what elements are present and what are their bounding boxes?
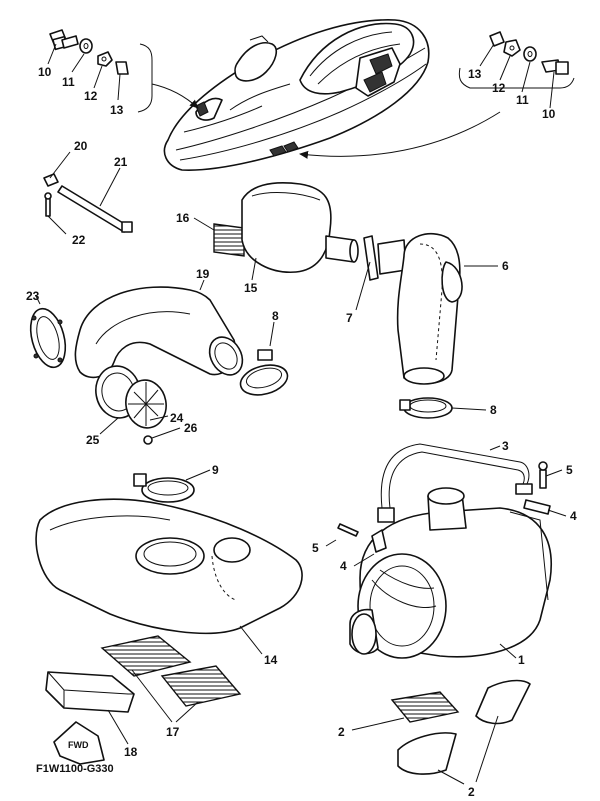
callout-19: 19 [196, 267, 210, 281]
air-box-assembly [213, 181, 407, 281]
callout-5-right: 5 [566, 463, 573, 477]
callout-23: 23 [26, 289, 40, 303]
fwd-label: FWD [68, 740, 89, 750]
intake-duct [396, 232, 463, 385]
callout-8-lower: 8 [490, 403, 497, 417]
callout-brackets [137, 43, 575, 159]
callout-13-left: 13 [110, 103, 124, 117]
bolts-brackets [337, 461, 551, 553]
fwd-arrow: FWD [53, 721, 105, 765]
watercraft-illustration [163, 19, 430, 171]
tray-14 [35, 498, 303, 635]
callout-12-left: 12 [84, 89, 98, 103]
callout-5-left: 5 [312, 541, 319, 555]
drawing-code: F1W1100-G330 [36, 763, 114, 775]
callout-9: 9 [212, 463, 219, 477]
pads-17-18 [45, 635, 242, 713]
fastener-set-left [49, 29, 129, 75]
leader-lines [35, 43, 567, 785]
callout-10-right: 10 [542, 107, 556, 121]
callout-3: 3 [502, 439, 509, 453]
callout-26: 26 [184, 421, 198, 435]
callout-15: 15 [244, 281, 258, 295]
callout-4-left: 4 [340, 559, 347, 573]
pads-2 [390, 679, 531, 775]
callout-11-right: 11 [516, 93, 529, 107]
callout-14: 14 [264, 653, 278, 667]
hose-clamps [133, 349, 453, 503]
hose-19 [74, 286, 244, 379]
callout-18: 18 [124, 745, 138, 759]
cable-tie-parts [43, 173, 133, 233]
fastener-set-right [489, 31, 569, 75]
callout-7: 7 [346, 311, 353, 325]
callout-6: 6 [502, 259, 509, 273]
callout-20: 20 [74, 139, 88, 153]
callout-17: 17 [166, 725, 180, 739]
ring-parts [29, 307, 167, 445]
callout-numbers: 10 11 12 13 13 12 11 10 20 21 22 16 15 7… [26, 65, 577, 799]
callout-24: 24 [170, 411, 184, 425]
callout-22: 22 [72, 233, 86, 247]
callout-25: 25 [86, 433, 100, 447]
strap [377, 443, 533, 523]
callout-11-left: 11 [62, 75, 75, 89]
callout-2-bottom: 2 [468, 785, 475, 799]
callout-1: 1 [518, 653, 525, 667]
callout-4-right: 4 [570, 509, 577, 523]
callout-8-upper: 8 [272, 309, 279, 323]
callout-16: 16 [176, 211, 190, 225]
water-lock-muffler [349, 487, 552, 659]
callout-2-left: 2 [338, 725, 345, 739]
callout-13-right: 13 [468, 67, 482, 81]
callout-12-right: 12 [492, 81, 506, 95]
callout-10-left: 10 [38, 65, 52, 79]
callout-21: 21 [114, 155, 128, 169]
